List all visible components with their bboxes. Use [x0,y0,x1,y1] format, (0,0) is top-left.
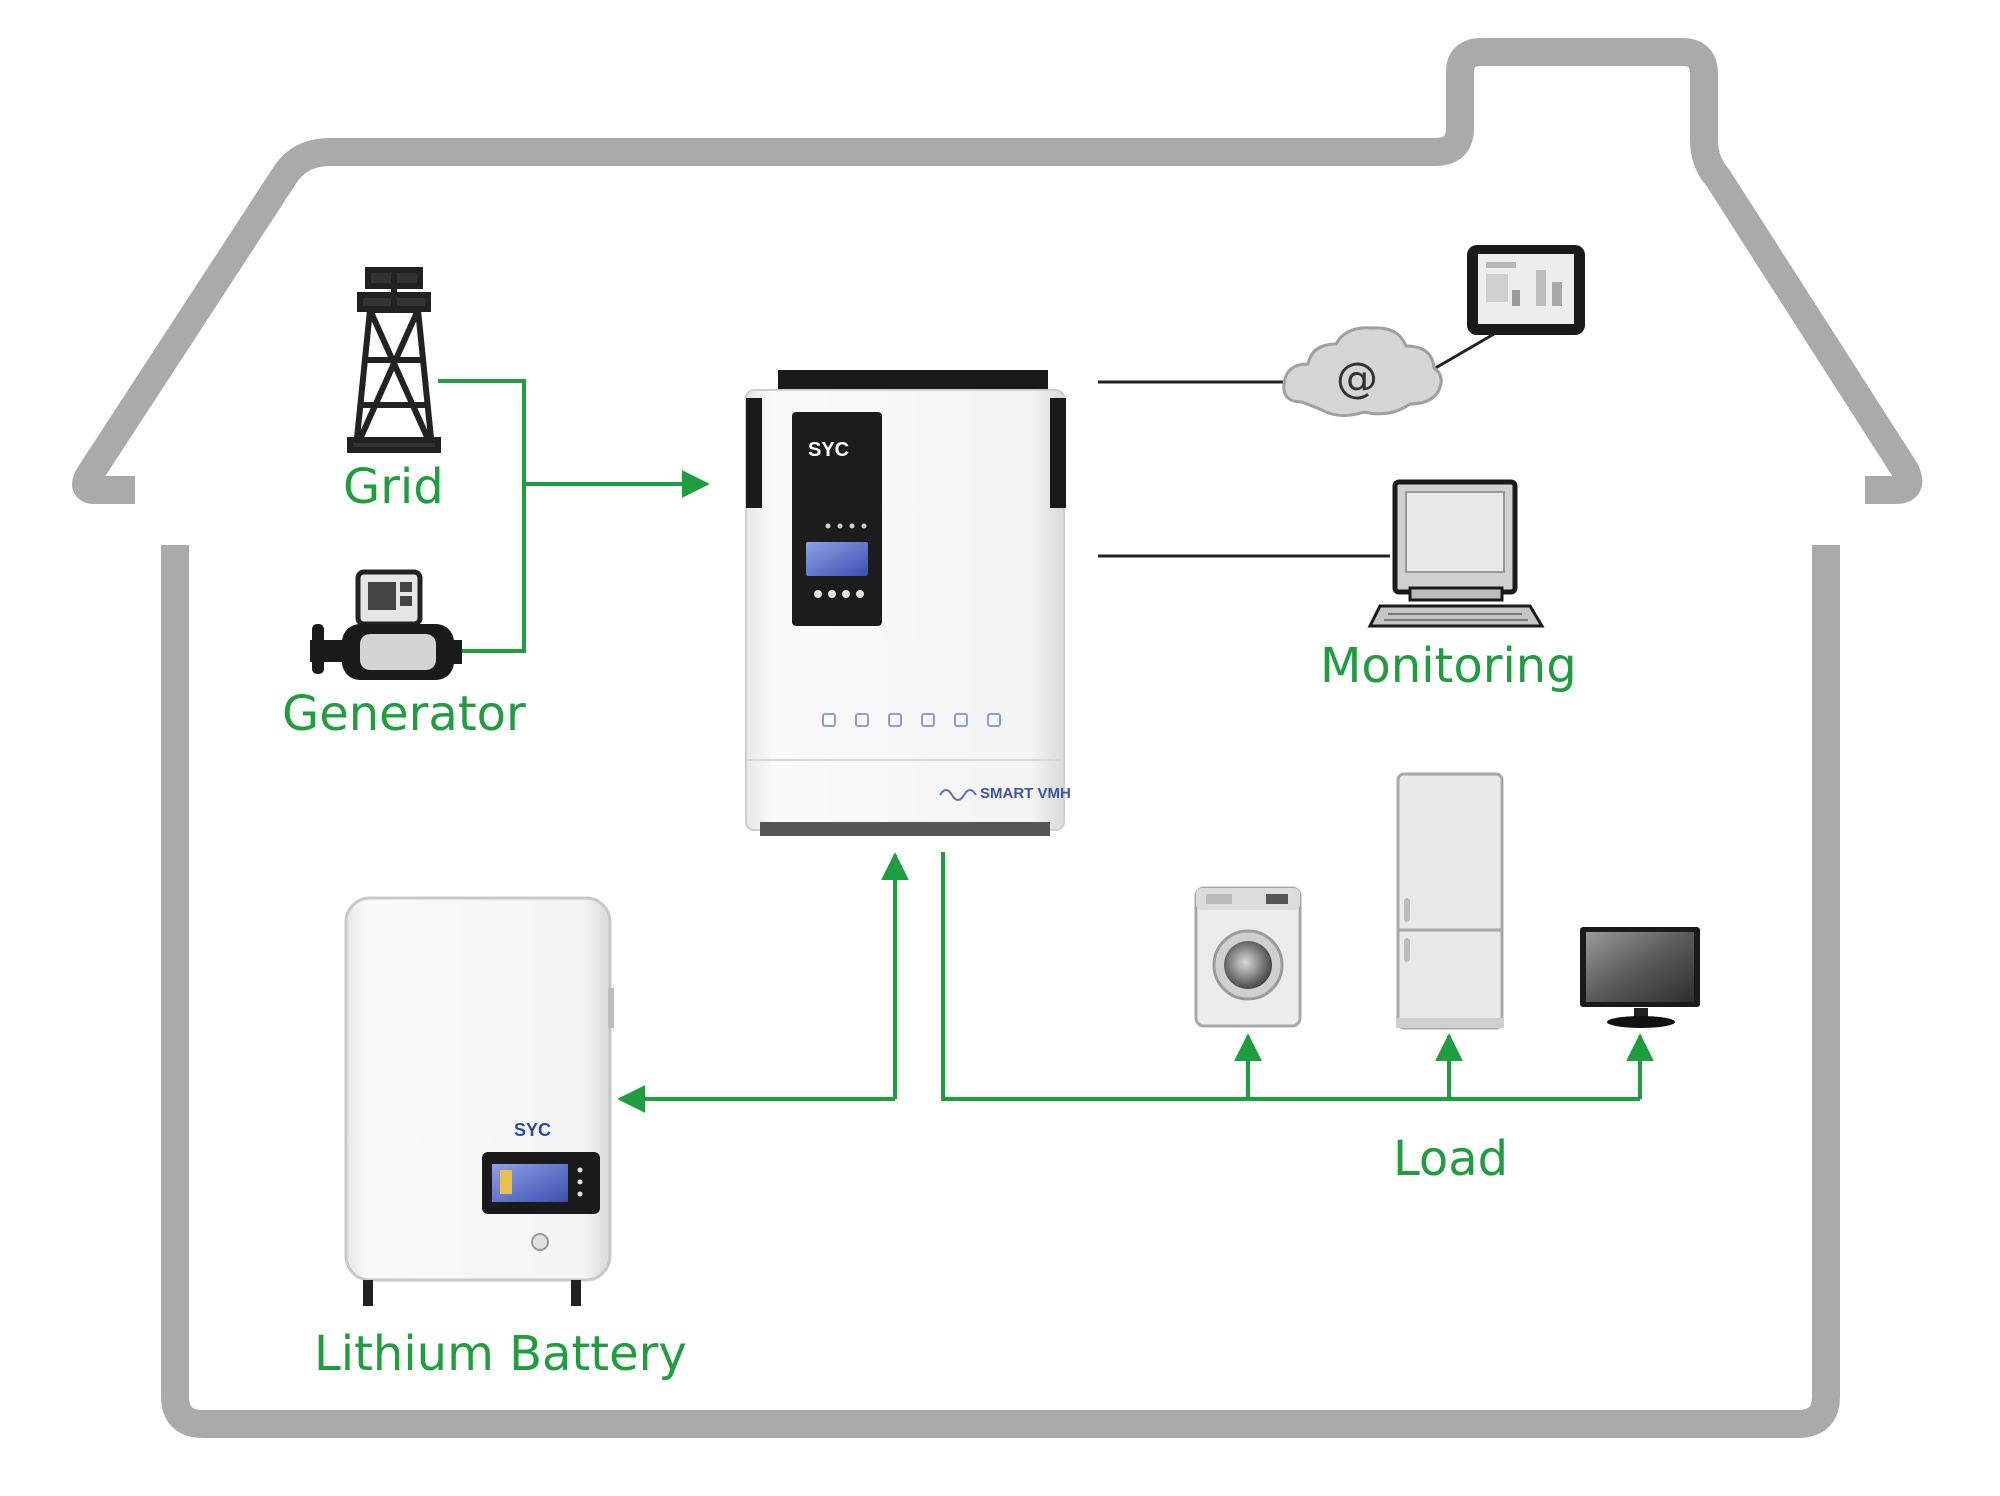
load-connector-lines [941,852,1654,1101]
battery-connector-lines [617,852,909,1113]
monitoring-label: Monitoring [1320,638,1577,694]
generator-label: Generator [282,686,526,742]
television-icon [1580,927,1700,1028]
monitoring-connector-lines [1098,332,1495,558]
inverter-model: SMART VMH [980,785,1071,802]
house-outline-icon [72,38,1923,1438]
grid-label: Grid [343,459,444,515]
transmission-tower-icon [347,267,441,453]
desktop-monitor-icon [1367,479,1545,628]
source-connector-lines [438,379,710,653]
load-label: Load [1393,1131,1508,1187]
cloud-at-symbol: @ [1336,353,1378,402]
refrigerator-icon [1396,772,1504,1030]
inverter-brand: SYC [808,439,849,461]
cloud-icon: @ [1282,326,1443,417]
inverter-icon: SYC SMART VMH [745,370,1071,836]
battery-label: Lithium Battery [314,1326,687,1382]
tablet-icon [1467,245,1585,335]
inverter-display [806,542,868,576]
battery-brand: SYC [514,1120,551,1140]
washing-machine-icon [1194,886,1302,1028]
generator-icon [310,569,462,680]
lithium-battery-icon: SYC [344,896,614,1306]
